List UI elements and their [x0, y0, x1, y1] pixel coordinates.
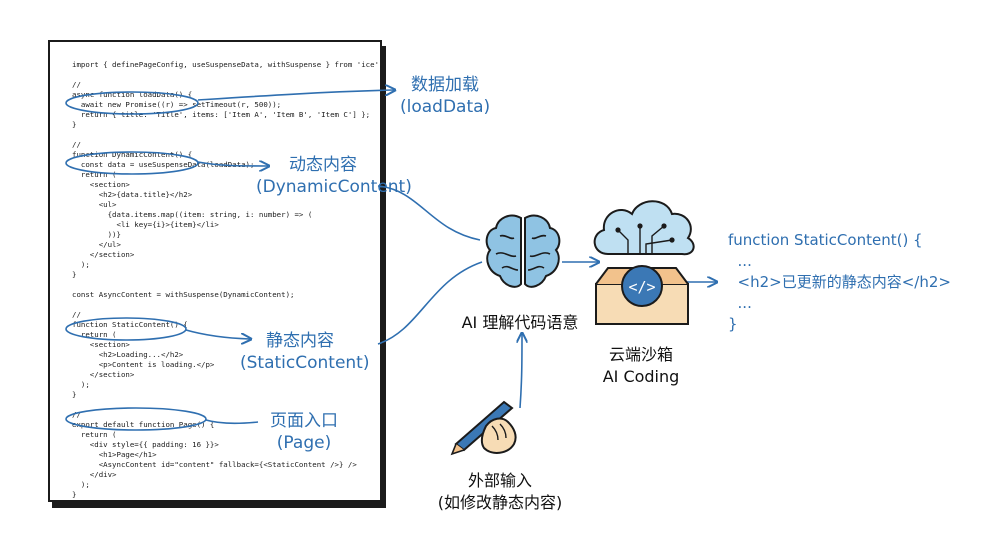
code-line: <li key={i}>{item}</li>: [72, 220, 219, 229]
arrow-external-to-brain: [520, 334, 522, 409]
code-line: }: [72, 120, 77, 129]
code-line: );: [72, 480, 90, 489]
code-line: }: [72, 490, 77, 499]
code-paper: [48, 40, 382, 502]
code-line: <h2>{data.title}</h2>: [72, 190, 193, 199]
label-static: 静态内容 (StaticContent): [240, 330, 370, 374]
code-line: export default function Page() {: [72, 420, 215, 429]
code-line: //: [72, 410, 81, 419]
highlight-dynamiccontent: [65, 151, 199, 175]
label-loaddata-sub: (loadData): [400, 97, 491, 117]
label-static-sub: (StaticContent): [240, 353, 370, 373]
code-line: <h2>Loading...</h2>: [72, 350, 184, 359]
code-line: </div>: [72, 470, 117, 479]
code-line: //: [72, 140, 81, 149]
code-line: }: [72, 270, 77, 279]
output-code-line: }: [728, 315, 738, 333]
code-line: const AsyncContent = withSuspense(Dynami…: [72, 290, 295, 299]
label-dynamic: 动态内容 (DynamicContent): [256, 154, 412, 198]
output-code-line: <h2>已更新的静态内容</h2>: [728, 273, 951, 291]
code-line: <section>: [72, 340, 130, 349]
code-line: </section>: [72, 250, 135, 259]
label-sandbox: 云端沙箱 AI Coding: [586, 344, 696, 388]
brain-icon: [485, 214, 561, 288]
code-line: //: [72, 310, 81, 319]
label-loaddata: 数据加载 (loadData): [400, 74, 490, 118]
label-ai-understand-text: AI 理解代码语意: [461, 313, 579, 332]
highlight-page: [65, 407, 207, 431]
curve-static-to-brain: [377, 261, 483, 345]
arrow-to-page-label: [205, 419, 259, 425]
label-loaddata-title: 数据加载: [411, 75, 479, 95]
output-code-line: ...: [728, 252, 752, 270]
code-line: await new Promise((r) => setTimeout(r, 5…: [72, 100, 282, 109]
highlight-loaddata: [65, 91, 199, 115]
code-line: </section>: [72, 370, 135, 379]
cloud-chip-icon: [593, 200, 695, 256]
output-code-line: ...: [728, 294, 752, 312]
label-sandbox-title: 云端沙箱: [608, 345, 673, 364]
curve-dynamic-to-brain: [377, 185, 481, 241]
label-page-title: 页面入口: [270, 411, 338, 431]
code-box-icon: </>: [595, 265, 689, 325]
code-line: return (: [72, 430, 117, 439]
arrow-to-static-label: [185, 329, 250, 339]
code-line: async function loadData() {: [72, 90, 193, 99]
label-dynamic-sub: (DynamicContent): [256, 177, 412, 197]
output-code: function StaticContent() { ... <h2>已更新的静…: [728, 230, 951, 335]
label-dynamic-title: 动态内容: [289, 155, 357, 175]
code-line: }: [72, 390, 77, 399]
code-line: <p>Content is loading.</p>: [72, 360, 215, 369]
code-line: <h1>Page</h1>: [72, 450, 157, 459]
label-external-title: 外部输入: [467, 471, 532, 490]
label-external: 外部输入 (如修改静态内容): [420, 470, 580, 514]
label-page: 页面入口 (Page): [264, 410, 344, 454]
code-line: return (: [72, 330, 117, 339]
code-line: <AsyncContent id="content" fallback={<St…: [72, 460, 357, 469]
label-page-sub: (Page): [276, 433, 332, 453]
label-static-title: 静态内容: [266, 331, 334, 351]
output-code-line: function StaticContent() {: [728, 231, 923, 249]
code-line: <section>: [72, 180, 130, 189]
code-line: <div style={{ padding: 16 }}>: [72, 440, 219, 449]
code-line: );: [72, 260, 90, 269]
code-line: <ul>: [72, 200, 117, 209]
code-line: function StaticContent() {: [72, 320, 188, 329]
code-line: import { definePageConfig, useSuspenseDa…: [72, 60, 384, 69]
label-ai-understand: AI 理解代码语意: [448, 312, 592, 334]
code-line: );: [72, 380, 90, 389]
code-line: </ul>: [72, 240, 121, 249]
svg-text:</>: </>: [628, 278, 655, 296]
label-sandbox-sub: AI Coding: [602, 367, 680, 386]
code-line: return (: [72, 170, 117, 179]
code-line: ))}: [72, 230, 121, 239]
code-line: {data.items.map((item: string, i: number…: [72, 210, 313, 219]
arrow-to-loaddata-label: [197, 90, 394, 101]
label-external-sub: (如修改静态内容): [437, 493, 563, 512]
code-line: //: [72, 80, 81, 89]
highlight-staticcontent: [65, 317, 187, 341]
pen-hand-icon: [450, 400, 517, 456]
arrow-to-dynamic-label: [197, 162, 268, 166]
